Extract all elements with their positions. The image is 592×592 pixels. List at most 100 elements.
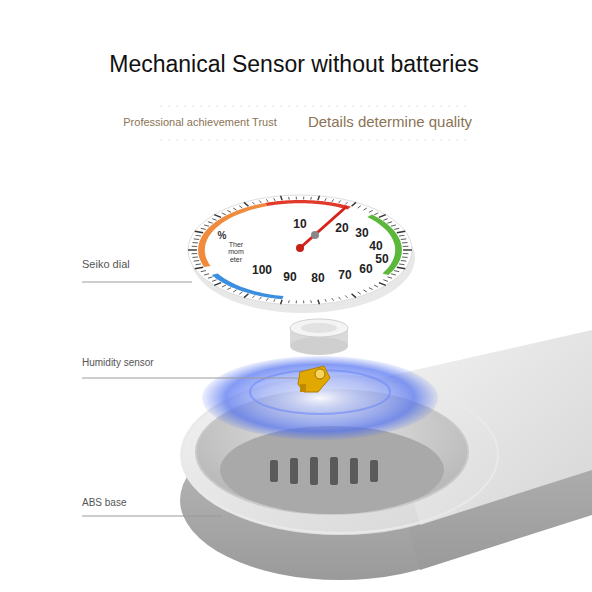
part-label: ABS base (82, 497, 126, 509)
tagline: Professional achievement Trust (123, 116, 276, 129)
leader-line (82, 516, 222, 517)
tick-mark (339, 201, 341, 204)
tick-mark (196, 235, 201, 237)
tick-mark (325, 299, 326, 302)
tick-mark (403, 249, 412, 250)
tick-mark (387, 222, 392, 223)
tick-mark (296, 301, 297, 304)
rule-line (160, 106, 470, 107)
tick-mark (394, 228, 399, 229)
tick-mark (387, 277, 392, 278)
tick-mark (204, 274, 209, 275)
needle-pivot (311, 231, 319, 239)
tick-mark (369, 288, 373, 290)
dial-marking: 70 (338, 269, 351, 283)
part-label: Humidity sensor (82, 357, 154, 369)
tick-mark (332, 199, 334, 202)
tick-mark (363, 290, 366, 292)
scale-band (212, 273, 284, 299)
leader-line (82, 282, 192, 283)
tick-mark (266, 298, 268, 301)
title: Mechanical Sensor without batteries (109, 51, 478, 77)
tick-mark (318, 196, 320, 200)
tick-mark (227, 288, 231, 290)
tick-mark (274, 299, 275, 302)
scale-band (198, 203, 267, 267)
humidity-sensor (298, 366, 330, 392)
dial-marking: 10 (293, 218, 306, 232)
tick-mark (310, 300, 312, 303)
sensor-glow (202, 356, 438, 440)
rule-line (160, 140, 470, 141)
tick-mark (233, 290, 236, 292)
tick-mark (383, 219, 388, 221)
tick-mark (208, 222, 213, 223)
tick-mark (212, 219, 217, 221)
tick-mark (252, 295, 254, 297)
tick-mark (397, 267, 405, 269)
tick-mark (212, 280, 217, 282)
tick-mark (281, 300, 283, 304)
tick-mark (339, 297, 341, 300)
tick-mark (403, 246, 409, 247)
tick-mark (358, 206, 361, 208)
tick-mark (194, 260, 199, 262)
tick-mark (318, 300, 320, 304)
tick-mark (402, 257, 408, 258)
tick-mark (403, 253, 409, 254)
dial-marking: 60 (359, 263, 372, 277)
dial-marking: 100 (252, 264, 272, 278)
tick-mark (397, 231, 405, 233)
tick-mark (399, 235, 404, 237)
tick-mark (401, 260, 406, 262)
tick-mark (204, 225, 209, 226)
tick-mark (239, 292, 242, 294)
tick-mark (201, 271, 206, 272)
tick-mark (399, 263, 404, 265)
tick-mark (188, 249, 197, 250)
needle-tail (296, 244, 304, 252)
tagline: Details determine quality (308, 113, 472, 130)
tick-mark (391, 225, 396, 226)
dial-marking: 40 (369, 240, 382, 254)
tick-mark (214, 283, 221, 286)
dial-marking: 90 (283, 271, 296, 285)
tick-mark (358, 292, 361, 294)
tick-mark (288, 197, 290, 200)
tick-mark (310, 197, 312, 200)
tick-mark (332, 298, 334, 301)
tick-mark (296, 197, 297, 200)
tick-mark (195, 267, 203, 269)
tick-mark (244, 294, 248, 298)
dial-marking: Ther mom eter (225, 241, 247, 263)
tick-mark (288, 300, 290, 303)
tick-mark (369, 210, 373, 212)
dial-marking: 80 (311, 272, 324, 286)
tick-mark (252, 202, 254, 204)
tick-mark (274, 198, 275, 201)
tick-mark (379, 283, 386, 286)
tick-mark (374, 285, 378, 287)
tick-mark (391, 274, 396, 275)
tick-mark (208, 277, 213, 278)
tick-mark (363, 208, 366, 210)
tick-mark (222, 285, 226, 287)
tick-mark (303, 197, 304, 200)
tick-mark (233, 208, 236, 210)
tick-mark (266, 199, 268, 202)
tick-mark (195, 231, 203, 233)
seiko-dial (188, 195, 415, 313)
tick-mark (401, 238, 406, 240)
tick-mark (192, 253, 198, 254)
tick-mark (345, 295, 347, 297)
tick-mark (214, 215, 221, 218)
tick-mark (192, 257, 198, 258)
part-label: Seiko dial (82, 258, 130, 271)
tick-mark (239, 206, 242, 208)
tick-mark (259, 201, 261, 204)
dial-marking: 30 (355, 227, 368, 241)
tick-mark (201, 228, 206, 229)
leader-line (82, 378, 298, 379)
tick-mark (394, 271, 399, 272)
